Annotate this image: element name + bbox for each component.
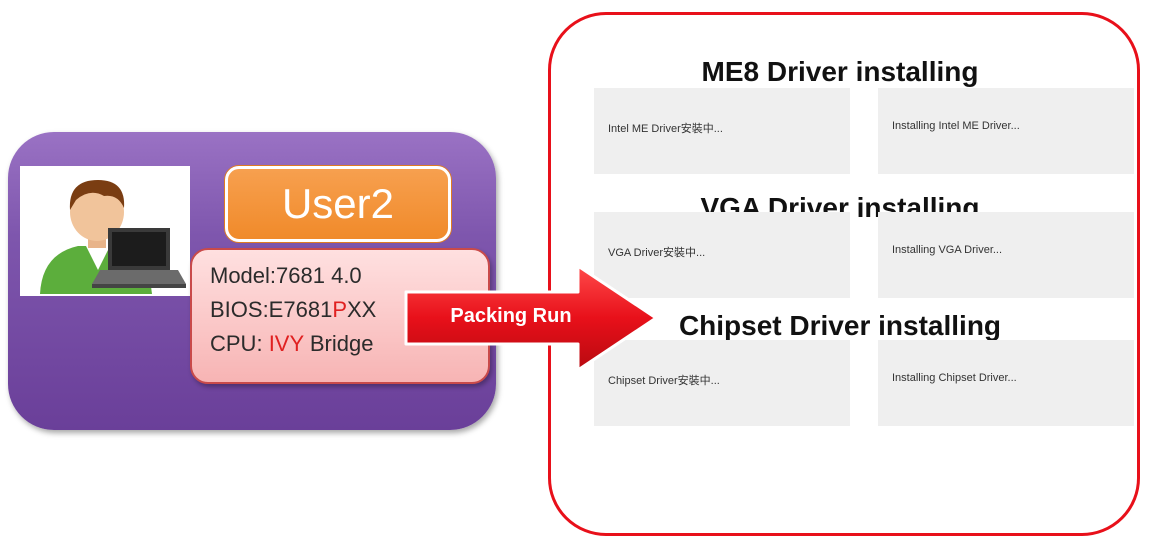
spec-bios-suffix: XX <box>347 297 377 322</box>
spec-bios: BIOS:E7681PXX <box>210 293 488 327</box>
status-text: VGA Driver安裝中... <box>608 247 706 259</box>
status-text: Installing VGA Driver... <box>892 244 1003 256</box>
spec-bios-prefix: BIOS:E7681 <box>210 297 333 322</box>
step-title-me8: ME8 Driver installing <box>701 56 979 87</box>
status-text: Intel ME Driver安裝中... <box>608 123 723 135</box>
spec-cpu: CPU: IVY Bridge <box>210 327 488 361</box>
screenshot-chipset-zh: Chipset Driver安裝中... <box>594 340 850 426</box>
spec-model: Model:7681 4.0 <box>210 263 362 288</box>
spec-cpu-prefix: CPU: <box>210 331 269 356</box>
status-text: Chipset Driver安裝中... <box>608 375 720 387</box>
screenshot-vga-en: Installing VGA Driver... <box>878 212 1134 298</box>
spec-cpu-suffix: Bridge <box>303 331 374 356</box>
packing-run-arrow-icon <box>400 262 662 374</box>
spec-bios-highlight: P <box>332 297 347 322</box>
packing-run-label: Packing Run <box>450 305 572 327</box>
screenshot-me8-zh: Intel ME Driver安裝中... <box>594 88 850 174</box>
user-laptop-icon <box>20 166 190 296</box>
spec-cpu-highlight: IVY <box>268 331 304 356</box>
screenshot-vga-zh: VGA Driver安裝中... <box>594 212 850 298</box>
user-name-label: User2 <box>225 166 451 242</box>
step-title-chipset: Chipset Driver installing <box>678 310 1002 341</box>
screenshot-chipset-en: Installing Chipset Driver... <box>878 340 1134 426</box>
status-text: Installing Intel ME Driver... <box>892 120 1020 132</box>
screenshot-me8-en: Installing Intel ME Driver... <box>878 88 1134 174</box>
status-text: Installing Chipset Driver... <box>892 372 1017 384</box>
